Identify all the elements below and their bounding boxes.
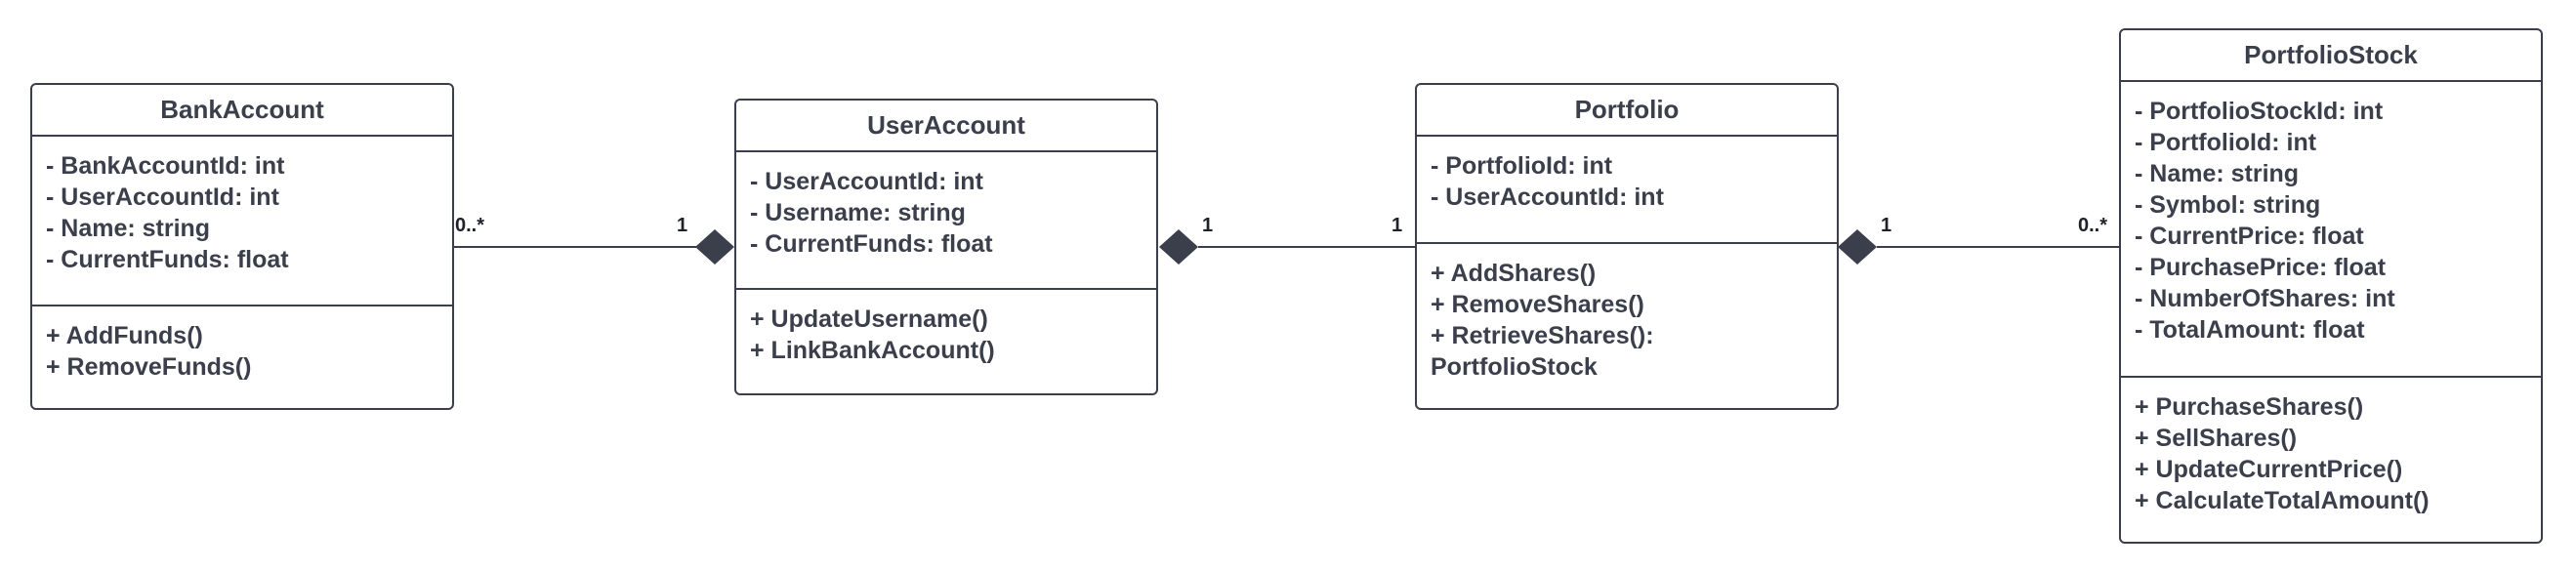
methods-section: + UpdateUsername() + LinkBankAccount() bbox=[736, 290, 1156, 378]
attribute: - PortfolioId: int bbox=[1431, 152, 1613, 180]
attribute: - UserAccountId: int bbox=[750, 168, 983, 195]
methods-section: + AddShares() + RemoveShares() + Retriev… bbox=[1417, 244, 1837, 394]
class-name: Portfolio bbox=[1417, 85, 1837, 137]
attribute: - Username: string bbox=[750, 199, 966, 226]
attributes-section: - PortfolioStockId: int - PortfolioId: i… bbox=[2121, 82, 2541, 378]
attribute: - CurrentPrice: float bbox=[2135, 223, 2364, 250]
attribute: - Symbol: string bbox=[2135, 191, 2321, 219]
method: + UpdateCurrentPrice() bbox=[2135, 456, 2403, 483]
attribute: - UserAccountId: int bbox=[1431, 184, 1664, 211]
attributes-section: - BankAccountId: int - UserAccountId: in… bbox=[32, 137, 452, 306]
class-portfolio[interactable]: Portfolio - PortfolioId: int - UserAccou… bbox=[1415, 83, 1839, 410]
method: + PurchaseShares() bbox=[2135, 393, 2364, 421]
attribute: - NumberOfShares: int bbox=[2135, 285, 2395, 312]
method: + RetrieveShares(): PortfolioStock bbox=[1431, 322, 1654, 381]
method: + CalculateTotalAmount() bbox=[2135, 487, 2430, 514]
class-bank-account[interactable]: BankAccount - BankAccountId: int - UserA… bbox=[30, 83, 454, 410]
class-name: UserAccount bbox=[736, 101, 1156, 152]
attribute: - UserAccountId: int bbox=[46, 184, 279, 211]
method: + LinkBankAccount() bbox=[750, 337, 995, 364]
attribute: - BankAccountId: int bbox=[46, 152, 285, 180]
multiplicity-user-side: 1 bbox=[677, 215, 688, 236]
class-user-account[interactable]: UserAccount - UserAccountId: int - Usern… bbox=[734, 99, 1158, 395]
class-name: PortfolioStock bbox=[2121, 30, 2541, 82]
composition-diamond-user-account bbox=[695, 229, 734, 265]
method: + SellShares() bbox=[2135, 425, 2298, 452]
attribute: - PurchasePrice: float bbox=[2135, 254, 2387, 281]
attribute: - TotalAmount: float bbox=[2135, 316, 2365, 344]
attribute: - PortfolioStockId: int bbox=[2135, 98, 2384, 125]
attributes-section: - PortfolioId: int - UserAccountId: int bbox=[1417, 137, 1837, 244]
multiplicity-bank-side: 0..* bbox=[455, 215, 485, 236]
method: + AddShares() bbox=[1431, 260, 1597, 287]
multiplicity-stock-side: 0..* bbox=[2078, 215, 2108, 236]
multiplicity-user-portfolio-left: 1 bbox=[1202, 215, 1214, 236]
attribute: - CurrentFunds: float bbox=[46, 246, 289, 273]
attribute: - Name: string bbox=[46, 215, 211, 242]
composition-diamond-portfolio-stock bbox=[1838, 229, 1877, 265]
class-name: BankAccount bbox=[32, 85, 452, 137]
method: + UpdateUsername() bbox=[750, 306, 988, 333]
attributes-section: - UserAccountId: int - Username: string … bbox=[736, 152, 1156, 290]
class-portfolio-stock[interactable]: PortfolioStock - PortfolioStockId: int -… bbox=[2119, 28, 2543, 544]
method: + AddFunds() bbox=[46, 322, 203, 349]
methods-section: + AddFunds() + RemoveFunds() bbox=[32, 306, 452, 394]
multiplicity-user-portfolio-right: 1 bbox=[1392, 215, 1403, 236]
method: + RemoveFunds() bbox=[46, 353, 252, 381]
methods-section: + PurchaseShares() + SellShares() + Upda… bbox=[2121, 378, 2541, 528]
attribute: - CurrentFunds: float bbox=[750, 230, 993, 258]
composition-diamond-user-portfolio bbox=[1159, 229, 1198, 265]
attribute: - PortfolioId: int bbox=[2135, 129, 2317, 156]
method: + RemoveShares() bbox=[1431, 291, 1644, 318]
multiplicity-portfolio-side: 1 bbox=[1881, 215, 1892, 236]
attribute: - Name: string bbox=[2135, 160, 2300, 187]
